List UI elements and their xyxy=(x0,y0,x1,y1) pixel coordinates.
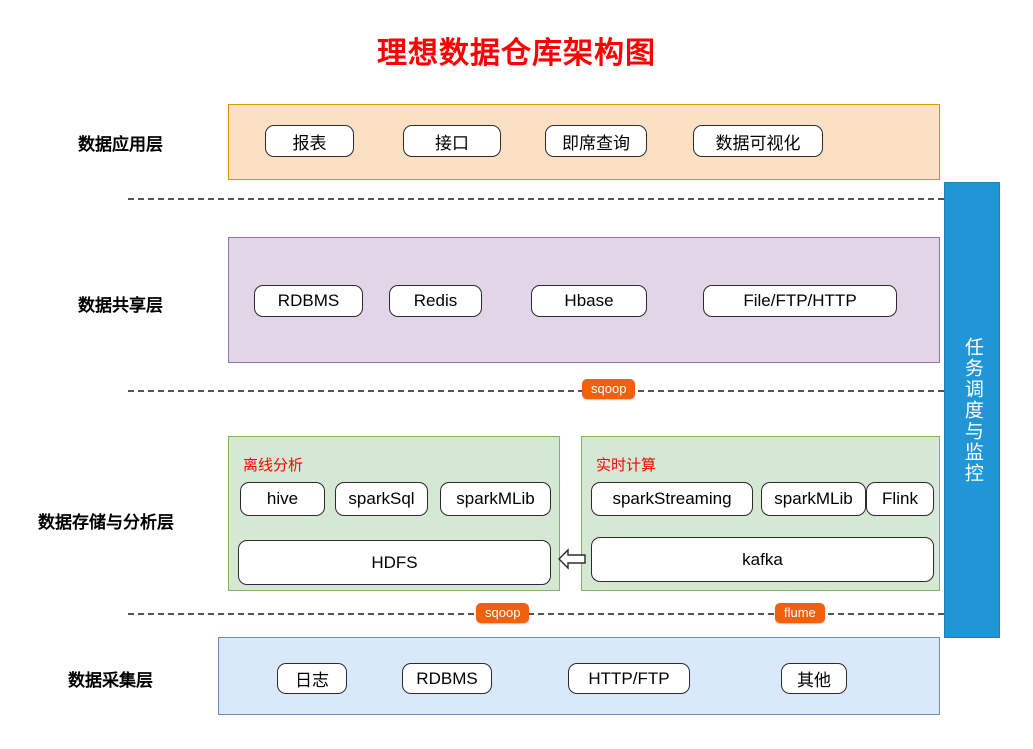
kafka-to-hdfs-arrow xyxy=(558,548,586,570)
node-baobiao[interactable]: 报表 xyxy=(265,125,354,157)
layer-label-share: 数据共享层 xyxy=(78,296,163,315)
node-jixichaxun[interactable]: 即席查询 xyxy=(545,125,647,157)
node-sparksql[interactable]: sparkSql xyxy=(335,482,428,516)
node-rdbms-share[interactable]: RDBMS xyxy=(254,285,363,317)
page-title: 理想数据仓库架构图 xyxy=(377,37,656,70)
node-sparkmlib-offline[interactable]: sparkMLib xyxy=(440,482,551,516)
scheduling-monitoring-bar[interactable]: 任务调度与监控 xyxy=(944,182,1000,638)
panel-caption-realtime-computing: 实时计算 xyxy=(596,457,657,474)
node-shujukeshihua[interactable]: 数据可视化 xyxy=(693,125,823,157)
node-file-ftp-http[interactable]: File/FTP/HTTP xyxy=(703,285,897,317)
panel-caption-offline-analysis: 离线分析 xyxy=(243,457,304,474)
layer-label-application: 数据应用层 xyxy=(78,135,163,154)
badge-sqoop-collect[interactable]: sqoop xyxy=(476,603,530,623)
node-sparkmlib-realtime[interactable]: sparkMLib xyxy=(761,482,866,516)
layer-label-collect: 数据采集层 xyxy=(68,671,153,690)
separator-share-storage xyxy=(128,390,974,392)
separator-application-share xyxy=(128,198,974,200)
node-http-ftp[interactable]: HTTP/FTP xyxy=(568,663,690,694)
node-qita[interactable]: 其他 xyxy=(781,663,847,694)
node-hdfs[interactable]: HDFS xyxy=(238,540,551,585)
node-sparkstreaming[interactable]: sparkStreaming xyxy=(591,482,753,516)
node-redis[interactable]: Redis xyxy=(389,285,482,317)
node-flink[interactable]: Flink xyxy=(866,482,934,516)
badge-sqoop-share[interactable]: sqoop xyxy=(582,379,636,399)
scheduling-monitoring-label: 任务调度与监控 xyxy=(961,336,983,484)
layer-label-storage: 数据存储与分析层 xyxy=(38,513,174,532)
node-rdbms-collect[interactable]: RDBMS xyxy=(402,663,492,694)
node-hive[interactable]: hive xyxy=(240,482,325,516)
badge-flume-collect[interactable]: flume xyxy=(775,603,825,623)
separator-storage-collect xyxy=(128,613,974,615)
node-hbase[interactable]: Hbase xyxy=(531,285,647,317)
node-jiekou[interactable]: 接口 xyxy=(403,125,501,157)
node-kafka[interactable]: kafka xyxy=(591,537,934,582)
node-rizhi[interactable]: 日志 xyxy=(277,663,347,694)
